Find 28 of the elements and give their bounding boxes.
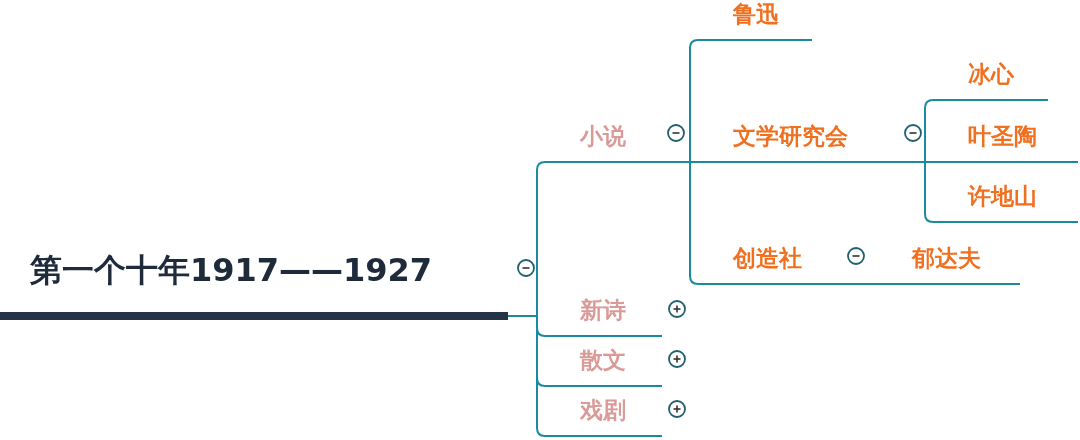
topic-node — [545, 345, 662, 387]
branch-connector — [689, 161, 699, 163]
topic-label: 郁达夫 — [912, 244, 981, 273]
topic-node — [933, 59, 1048, 101]
topic-node — [933, 121, 1078, 163]
topic-label: 许地山 — [968, 182, 1037, 211]
branch-connector — [924, 161, 934, 163]
topic-label: 散文 — [580, 346, 626, 375]
topic-label: 叶圣陶 — [968, 122, 1037, 151]
branch-connector — [924, 99, 934, 163]
topic-label: 文学研究会 — [733, 122, 848, 151]
topic-node — [698, 0, 812, 41]
topic-label: 冰心 — [968, 60, 1014, 89]
topic-label: 戏剧 — [580, 396, 626, 425]
branch-connector — [689, 161, 699, 285]
topic-label: 新诗 — [580, 296, 626, 325]
topic-node — [888, 243, 1020, 285]
topic-label: 鲁迅 — [733, 0, 779, 29]
branch-connector — [924, 161, 934, 223]
branch-connector — [879, 283, 889, 285]
topic-node — [545, 395, 662, 437]
topic-node — [933, 181, 1078, 223]
topic-node — [545, 295, 662, 337]
topic-label: 小说 — [580, 122, 626, 151]
topic-label: 第一个十年1917——1927 — [30, 250, 433, 290]
branch-connector — [689, 39, 699, 163]
topic-label: 创造社 — [733, 244, 802, 273]
branch-connector — [507, 315, 546, 437]
